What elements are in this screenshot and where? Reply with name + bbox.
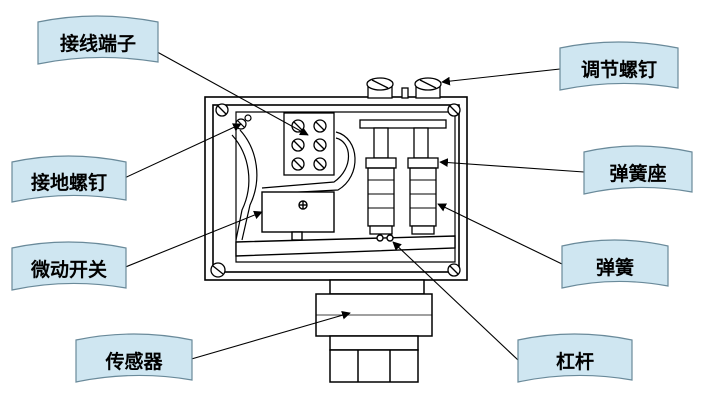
label-spring: 弹簧: [561, 239, 669, 289]
leader-terminal: [149, 47, 309, 136]
leader-lines: [117, 47, 585, 361]
screw-top-right-icon: [447, 103, 461, 117]
label-callout-shape: [559, 41, 679, 91]
corner-screws: [210, 103, 461, 278]
label-callout-shape: [11, 241, 127, 291]
label-terminal-text: 接线端子: [60, 32, 136, 55]
spring-seat-part: [359, 119, 447, 235]
leader-ground-screw: [117, 123, 242, 182]
label-lever-text: 杠杆: [556, 350, 594, 373]
label-callout-shape: [37, 15, 159, 65]
label-spring-text: 弹簧: [596, 256, 634, 279]
adjust-screws-part: [366, 77, 442, 99]
leader-lever: [392, 241, 519, 361]
label-callout-shape: [561, 239, 669, 289]
label-ground-screw: 接地螺钉: [11, 155, 127, 203]
label-spring-seat: 弹簧座: [583, 145, 693, 195]
label-callout-shape: [517, 333, 633, 383]
label-callout-shape: [11, 155, 127, 203]
screw-bottom-left-icon: [210, 262, 226, 278]
leader-spring-seat: [439, 158, 585, 173]
label-adjust-screw: 调节螺钉: [559, 41, 679, 91]
leader-sensor: [187, 310, 351, 361]
screw-top-left-icon: [215, 103, 229, 117]
label-lever: 杠杆: [517, 333, 633, 383]
label-sensor: 传感器: [75, 333, 193, 383]
sensor-part: [315, 279, 433, 383]
label-micro-switch-text: 微动开关: [30, 258, 107, 281]
label-spring-seat-text: 弹簧座: [609, 162, 666, 185]
label-ground-screw-text: 接地螺钉: [31, 171, 107, 194]
lever-part: [235, 234, 456, 257]
label-adjust-screw-text: 调节螺钉: [581, 58, 657, 81]
label-sensor-text: 传感器: [104, 350, 163, 373]
leader-adjust-screw: [441, 68, 561, 86]
cable-part: [231, 129, 356, 241]
leader-spring: [437, 203, 563, 265]
label-callout-shape: [583, 145, 693, 195]
micro-switch-part: [261, 191, 335, 241]
label-callout-shape: [75, 333, 193, 383]
leader-micro-switch: [117, 210, 263, 271]
terminal-block-part: [283, 112, 335, 176]
label-terminal: 接线端子: [37, 15, 159, 65]
label-micro-switch: 微动开关: [11, 241, 127, 291]
screw-bottom-right-icon: [447, 263, 461, 277]
